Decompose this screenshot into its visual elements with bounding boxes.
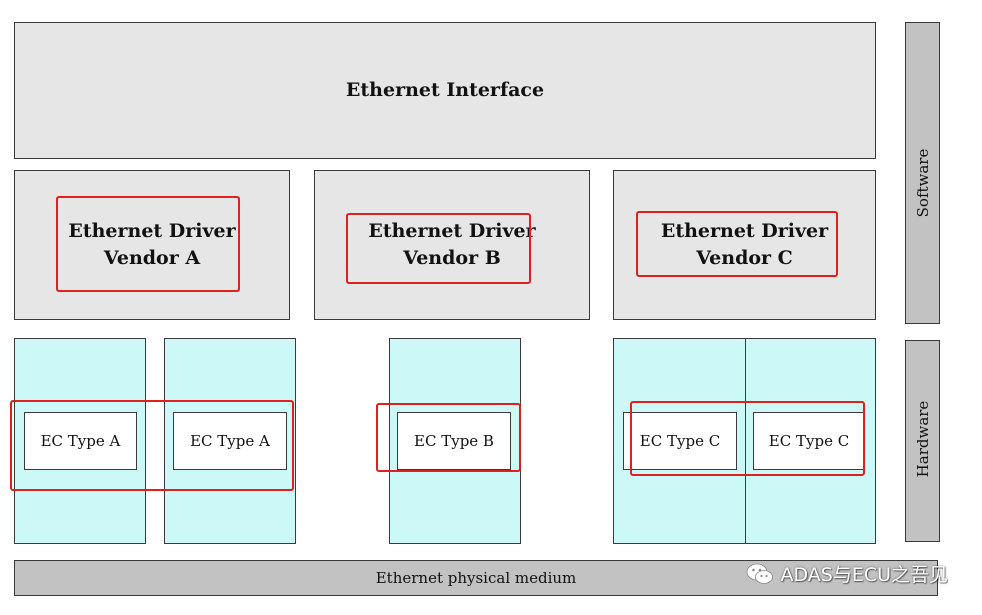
driver-c-line1: Ethernet Driver: [660, 220, 829, 242]
highlight-driver-c: [636, 211, 838, 277]
wechat-icon: [747, 563, 774, 584]
ec-box-type-c-1: EC Type C: [623, 412, 737, 470]
watermark-text: ADAS与ECU之吾见: [780, 564, 948, 586]
highlight-ec-type-c: [630, 401, 865, 476]
ec-box-type-b: EC Type B: [397, 412, 511, 470]
driver-b-line2: Vendor B: [403, 247, 501, 269]
driver-box-vendor-c: Ethernet Driver Vendor C: [613, 170, 876, 320]
driver-box-vendor-a: Ethernet Driver Vendor A: [14, 170, 290, 320]
highlight-ec-type-b: [376, 403, 521, 472]
highlight-driver-b: [346, 213, 531, 284]
driver-a-line1: Ethernet Driver: [68, 220, 236, 242]
physical-medium-label: Ethernet physical medium: [375, 569, 577, 587]
highlight-ec-type-a: [10, 400, 294, 491]
ethernet-interface-label: Ethernet Interface: [345, 79, 545, 101]
hardware-label: Hardware: [914, 400, 932, 478]
driver-b-line1: Ethernet Driver: [368, 220, 536, 242]
hardware-sidebar: Hardware: [905, 340, 940, 542]
ec-label: EC Type A: [190, 432, 270, 450]
ec-label: EC Type A: [40, 432, 121, 450]
ec-box-type-a-1: EC Type A: [24, 412, 137, 470]
driver-c-line2: Vendor C: [696, 247, 793, 269]
physical-medium-bar: Ethernet physical medium: [14, 560, 938, 596]
driver-box-vendor-b: Ethernet Driver Vendor B: [314, 170, 590, 320]
ec-label: EC Type C: [639, 432, 721, 450]
highlight-driver-a: [56, 196, 240, 292]
ec-label: EC Type C: [768, 432, 850, 450]
watermark: ADAS与ECU之吾见: [746, 560, 948, 587]
software-sidebar: Software: [905, 22, 940, 324]
ec-box-type-c-2: EC Type C: [753, 412, 865, 470]
ethernet-interface-box: Ethernet Interface: [14, 22, 876, 159]
ec-label: EC Type B: [414, 432, 494, 450]
driver-a-line2: Vendor A: [103, 247, 201, 269]
software-label: Software: [914, 148, 932, 218]
ec-box-type-a-2: EC Type A: [173, 412, 287, 470]
